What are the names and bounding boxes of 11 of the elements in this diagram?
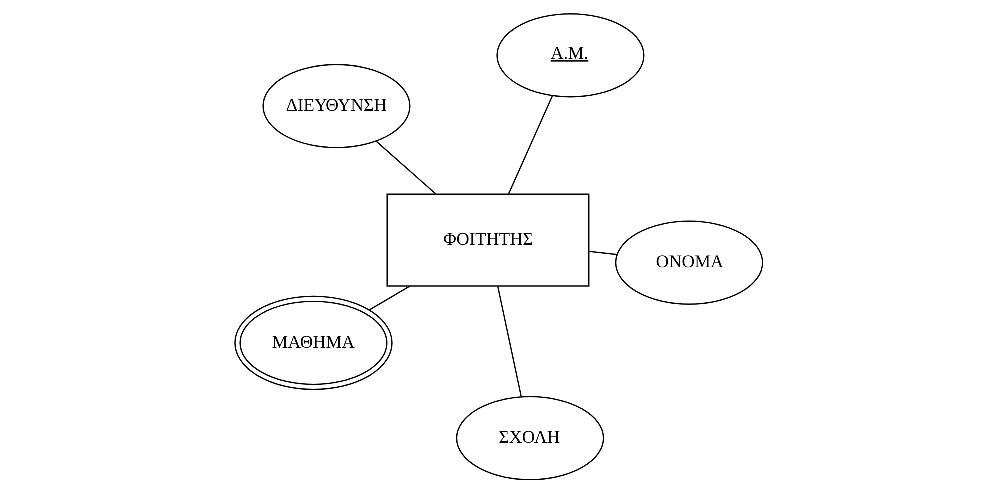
- connector: [508, 95, 554, 194]
- connector: [589, 250, 618, 255]
- connector: [497, 286, 522, 397]
- node-box: ΦΟΙΤΗΤΗΣ: [386, 193, 590, 286]
- node-ellipse: ΣΧΟΛΗ: [456, 396, 604, 480]
- node-ellipse: ΔΙΕΥΘΥΝΣΗ: [262, 64, 411, 148]
- node-ellipse: ΟΝΟΜΑ: [615, 220, 764, 305]
- node-ellipse: ΜΑΘΗΜΑ: [234, 295, 393, 390]
- node-ellipse: Α.Μ.: [496, 12, 645, 98]
- connector: [376, 140, 436, 194]
- connector: [369, 285, 410, 310]
